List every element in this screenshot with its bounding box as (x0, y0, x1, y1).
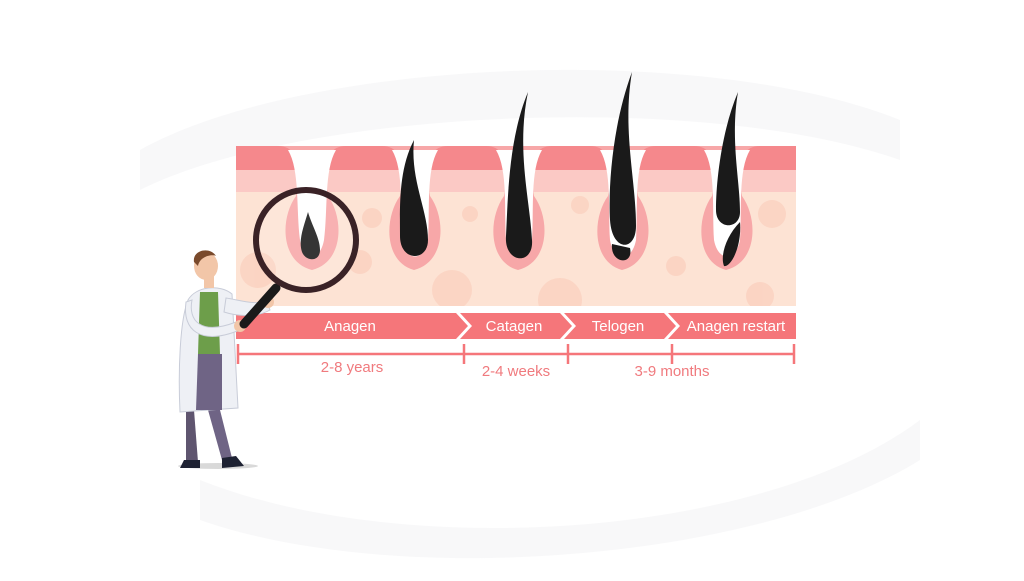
phase-label-anagen-restart: Anagen restart (686, 318, 786, 335)
duration-label-anagen: 2-8 years (320, 359, 384, 376)
duration-label-telogen-restart: 3-9 months (634, 363, 710, 380)
phase-label-telogen: Telogen (591, 318, 645, 335)
duration-label-catagen: 2-4 weeks (481, 363, 551, 380)
hair-strands (300, 72, 741, 267)
phase-label-catagen: Catagen (485, 318, 543, 335)
phase-arrow-catagen (460, 313, 572, 339)
phase-arrow-telogen (564, 313, 676, 339)
phase-arrow-bar (236, 313, 796, 339)
background-swoosh (140, 69, 920, 559)
duration-ruler (236, 344, 796, 364)
phase-arrow-anagen (236, 313, 468, 339)
phase-label-anagen: Anagen (324, 318, 376, 335)
doctor-figure (178, 250, 274, 469)
phase-arrow-anagen-restart (668, 313, 796, 339)
magnifier-icon (239, 187, 359, 329)
